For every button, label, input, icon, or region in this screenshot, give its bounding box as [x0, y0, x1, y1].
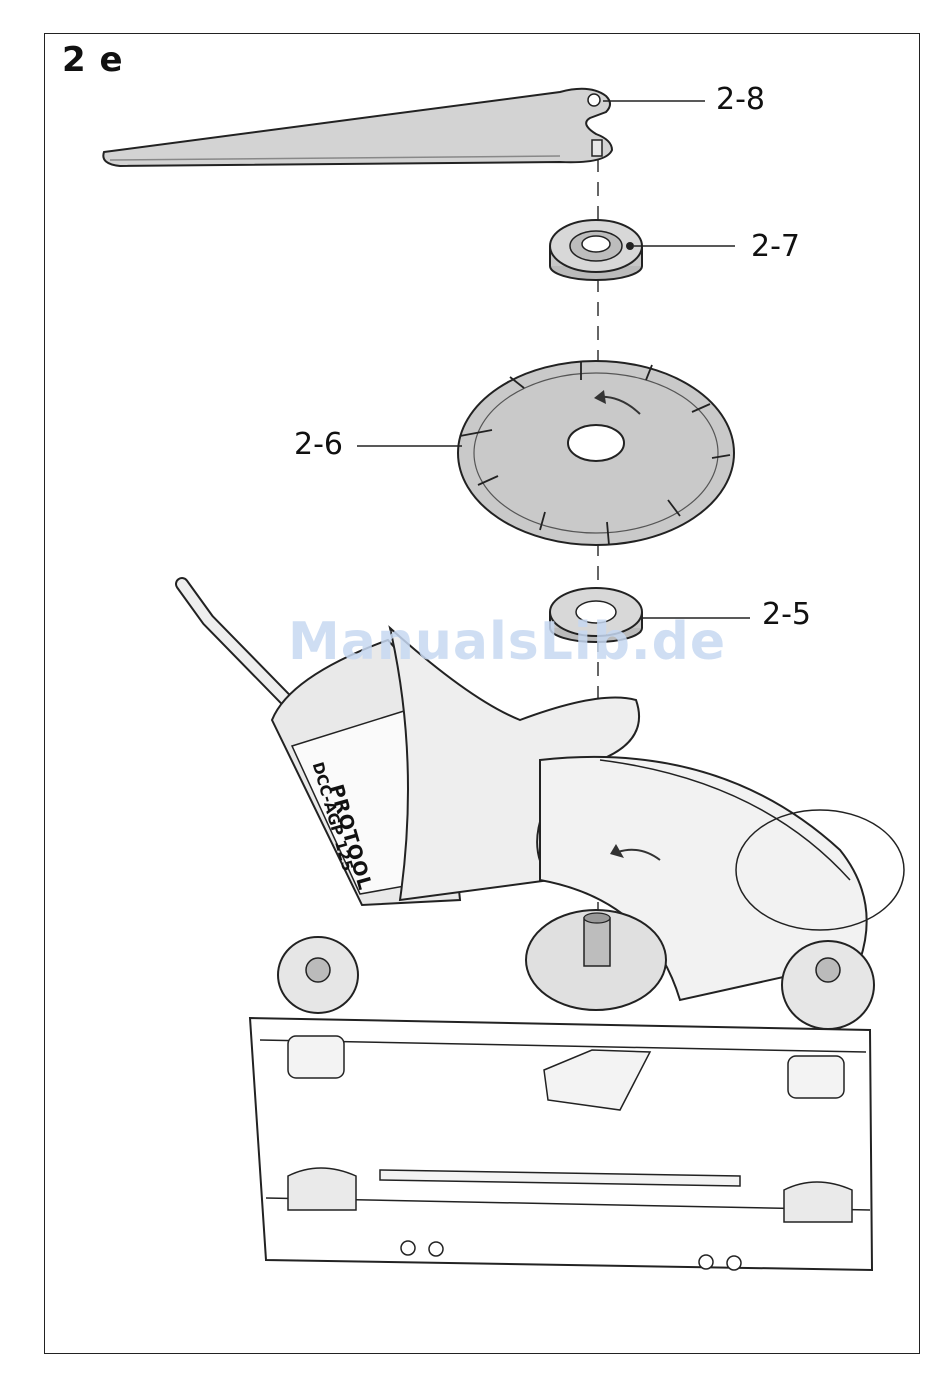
callout-diamond-blade: 2-6 [294, 430, 343, 460]
outer-flange-part [550, 220, 735, 280]
watermark: ManualsLib.de [288, 612, 726, 672]
callout-wrench: 2-8 [716, 85, 765, 115]
diamond-blade-part [357, 361, 734, 545]
cutting-machine [182, 584, 904, 1270]
wrench-part [103, 89, 705, 166]
callout-inner-flange: 2-5 [762, 600, 811, 630]
callout-outer-flange: 2-7 [751, 232, 800, 262]
